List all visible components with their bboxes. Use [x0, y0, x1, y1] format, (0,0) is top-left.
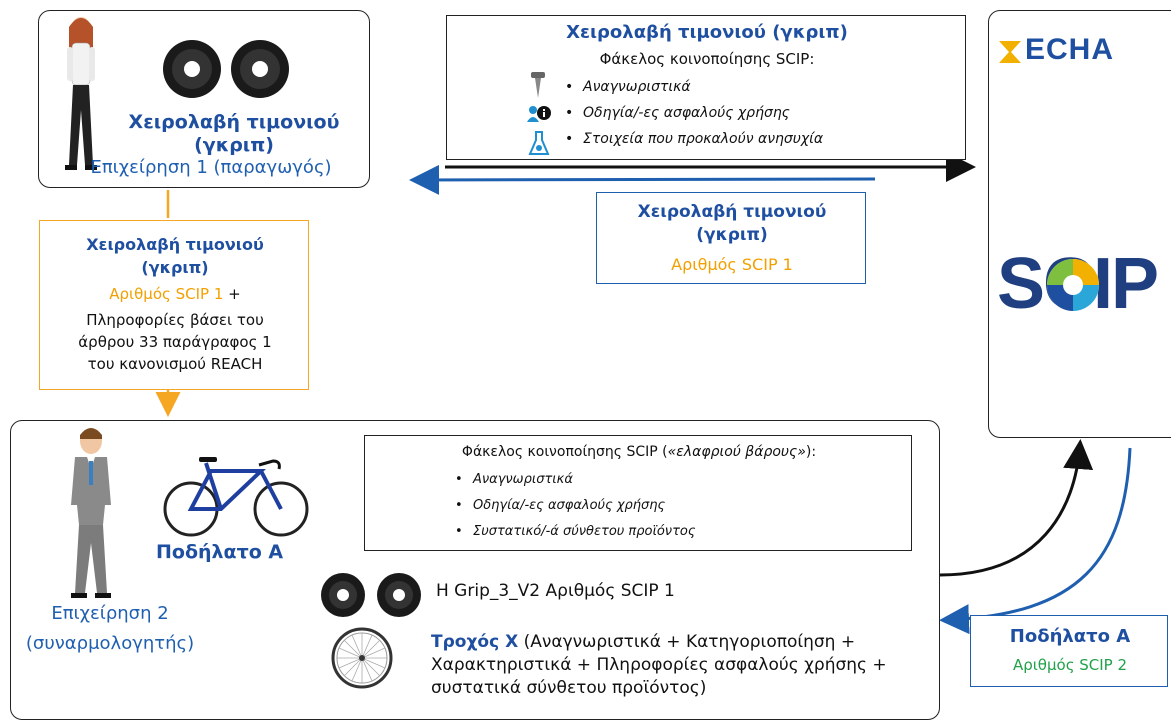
company1-product-name: Χειρολαβή τιμονιού (γκριπ) — [128, 111, 340, 156]
dossier-title: Χειρολαβή τιμονιού (γκριπ) — [566, 22, 848, 43]
dossier-heading: Φάκελος κοινοποίησης SCIP: — [599, 50, 815, 68]
scip-dossier-box: Χειρολαβή τιμονιού (γκριπ) Φάκελος κοινο… — [446, 15, 966, 160]
woman-producer-icon — [65, 17, 97, 170]
businessman-assembler-icon — [71, 428, 111, 598]
echa-logo-icon — [999, 41, 1021, 63]
return-scip-box: Χειρολαβή τιμονιού (γκριπ) Αριθμός SCIP … — [596, 192, 866, 284]
company2-role: Επιχείρηση 2 (συναρμολογητής) — [25, 603, 195, 654]
supply-number-line: Αριθμός SCIP 1 + — [40, 285, 310, 303]
result-scip-box: Ποδήλατο Α Αριθμός SCIP 2 — [970, 615, 1168, 687]
bicycle-product-icon — [163, 457, 309, 537]
result-scip-number: Αριθμός SCIP 2 — [1012, 656, 1128, 674]
light-dossier-heading: Φάκελος κοινοποίησης SCIP («ελαφριού βάρ… — [461, 444, 817, 460]
light-item-complex-components: Συστατικό/-ά σύνθετου προϊόντος — [455, 524, 695, 539]
return-title: Χειρολαβή τιμονιού (γκριπ) — [637, 202, 827, 245]
light-item-safe-use: Οδηγία/-ες ασφαλούς χρήσης — [455, 498, 665, 513]
result-product-name: Ποδήλατο Α — [1009, 626, 1131, 647]
return-scip-number: Αριθμός SCIP 1 — [671, 255, 793, 274]
scip-logo-wheel-icon — [1047, 259, 1099, 311]
light-dossier-box: Φάκελος κοινοποίησης SCIP («ελαφριού βάρ… — [364, 435, 912, 551]
return-arrow — [409, 164, 876, 195]
chemical-flask-icon — [528, 131, 550, 155]
submit-curve-arrow — [939, 439, 1094, 577]
wheel-component-details: (Αναγνωριστικά + Κατηγοριοποίηση + Χαρακ… — [431, 632, 887, 698]
screw-icon — [531, 72, 545, 98]
supply-title: Χειρολαβή τιμονιού (γκριπ) — [86, 235, 264, 277]
company2-box: Ποδήλατο Α Επιχείρηση 2 (συναρμολογητής)… — [10, 420, 940, 720]
supply-scip-number: Αριθμός SCIP 1 — [109, 285, 224, 303]
grip-component-label: H Grip_3_V2 Αριθμός SCIP 1 — [436, 581, 675, 601]
echa-scip-box: ECHA SCIP — [988, 10, 1171, 438]
info-people-icon — [527, 106, 551, 122]
wheel-component-icon — [331, 627, 393, 689]
echa-logo-text: ECHA — [1025, 33, 1115, 66]
supply-article33-info: Πληροφορίες βάσει του άρθρου 33 παράγραφ… — [78, 311, 272, 373]
supply-plus: + — [223, 285, 241, 303]
company1-box: Χειρολαβή τιμονιού (γκριπ) Επιχείρηση 1 … — [38, 10, 370, 188]
dossier-item-concern: Στοιχεία που προκαλούν ανησυχία — [565, 131, 823, 147]
grip-product-icon — [163, 40, 289, 98]
company2-product-name: Ποδήλατο Α — [156, 541, 284, 563]
grip-component-icon — [321, 573, 421, 617]
return-curve-arrow — [939, 447, 1132, 635]
wheel-component-label: Τροχός Χ (Αναγνωριστικά + Κατηγοριοποίησ… — [431, 631, 901, 700]
company1-role: Επιχείρηση 1 (παραγωγός) — [90, 157, 332, 178]
light-item-identifiers: Αναγνωριστικά — [455, 472, 573, 487]
dossier-item-identifiers: Αναγνωριστικά — [565, 79, 691, 95]
supply-info-box: Χειρολαβή τιμονιού (γκριπ) Αριθμός SCIP … — [39, 220, 309, 390]
dossier-item-safe-use: Οδηγία/-ες ασφαλούς χρήσης — [565, 105, 790, 121]
wheel-component-name: Τροχός Χ — [431, 632, 519, 652]
